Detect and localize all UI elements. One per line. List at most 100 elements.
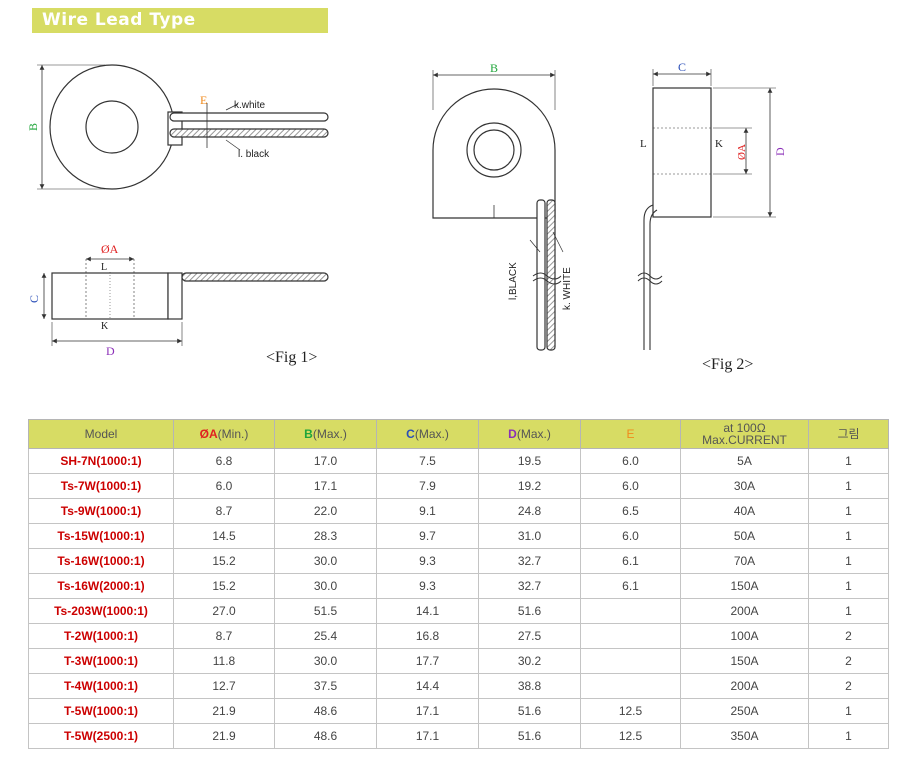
cell-current: 40A xyxy=(680,498,809,524)
cell-b: 48.6 xyxy=(274,698,377,724)
spec-table: Model ØA(Min.) B(Max.) C(Max.) D(Max.) E… xyxy=(28,419,889,749)
cell-a: 15.2 xyxy=(173,573,275,599)
technical-drawings: B E k.white l. black ØA L K C D <Fig 1> xyxy=(26,60,787,373)
fig2-front-view xyxy=(432,70,564,351)
cell-model: T-3W(1000:1) xyxy=(28,648,174,674)
cell-a: 6.8 xyxy=(173,448,275,474)
cell-current: 50A xyxy=(680,523,809,549)
cell-c: 9.7 xyxy=(376,523,479,549)
col-b: B(Max.) xyxy=(274,419,377,449)
cell-fig: 1 xyxy=(808,723,889,749)
cell-c: 9.3 xyxy=(376,573,479,599)
cell-b: 22.0 xyxy=(274,498,377,524)
cell-fig: 2 xyxy=(808,673,889,699)
cell-c: 17.7 xyxy=(376,648,479,674)
cell-fig: 2 xyxy=(808,623,889,649)
cell-b: 51.5 xyxy=(274,598,377,624)
fig2-dim-k: K xyxy=(715,138,723,150)
cell-e xyxy=(580,598,681,624)
fig1-caption: <Fig 1> xyxy=(266,349,317,366)
cell-a: 15.2 xyxy=(173,548,275,574)
table-header-row: Model ØA(Min.) B(Max.) C(Max.) D(Max.) E… xyxy=(28,419,889,449)
fig1-side-view xyxy=(41,256,329,346)
cell-e: 6.0 xyxy=(580,473,681,499)
cell-current: 150A xyxy=(680,648,809,674)
cell-a: 6.0 xyxy=(173,473,275,499)
cell-a: 8.7 xyxy=(173,623,275,649)
cell-c: 17.1 xyxy=(376,723,479,749)
cell-a: 21.9 xyxy=(173,698,275,724)
cell-current: 150A xyxy=(680,573,809,599)
fig2-wire-black: l,BLACK xyxy=(508,262,519,300)
fig1-dim-k: K xyxy=(101,321,109,332)
cell-model: T-4W(1000:1) xyxy=(28,673,174,699)
cell-c: 17.1 xyxy=(376,698,479,724)
col-d: D(Max.) xyxy=(478,419,581,449)
fig1-dim-c: C xyxy=(27,295,41,303)
cell-c: 14.1 xyxy=(376,598,479,624)
cell-a: 21.9 xyxy=(173,723,275,749)
cell-e xyxy=(580,648,681,674)
cell-b: 25.4 xyxy=(274,623,377,649)
cell-model: Ts-16W(1000:1) xyxy=(28,548,174,574)
cell-a: 12.7 xyxy=(173,673,275,699)
col-model: Model xyxy=(28,419,174,449)
cell-c: 9.1 xyxy=(376,498,479,524)
cell-d: 38.8 xyxy=(478,673,581,699)
cell-d: 27.5 xyxy=(478,623,581,649)
fig2-dim-l: L xyxy=(640,138,647,150)
cell-e: 6.0 xyxy=(580,523,681,549)
cell-c: 7.9 xyxy=(376,473,479,499)
fig1-wire-black: l. black xyxy=(238,149,270,160)
cell-fig: 1 xyxy=(808,698,889,724)
cell-fig: 1 xyxy=(808,598,889,624)
cell-current: 70A xyxy=(680,548,809,574)
cell-model: T-5W(2500:1) xyxy=(28,723,174,749)
cell-c: 14.4 xyxy=(376,673,479,699)
fig1-dim-a: ØA xyxy=(101,242,119,256)
cell-model: T-5W(1000:1) xyxy=(28,698,174,724)
cell-fig: 1 xyxy=(808,573,889,599)
col-a: ØA(Min.) xyxy=(173,419,275,449)
cell-model: SH-7N(1000:1) xyxy=(28,448,174,474)
cell-current: 350A xyxy=(680,723,809,749)
cell-e: 6.1 xyxy=(580,548,681,574)
cell-e: 12.5 xyxy=(580,723,681,749)
cell-b: 17.1 xyxy=(274,473,377,499)
cell-model: T-2W(1000:1) xyxy=(28,623,174,649)
fig2-dim-b: B xyxy=(490,61,498,75)
cell-model: Ts-7W(1000:1) xyxy=(28,473,174,499)
cell-b: 30.0 xyxy=(274,648,377,674)
cell-d: 31.0 xyxy=(478,523,581,549)
section-title: Wire Lead Type xyxy=(42,10,196,30)
cell-current: 200A xyxy=(680,598,809,624)
cell-b: 17.0 xyxy=(274,448,377,474)
cell-b: 30.0 xyxy=(274,573,377,599)
cell-e: 12.5 xyxy=(580,698,681,724)
cell-e: 6.1 xyxy=(580,573,681,599)
cell-e: 6.5 xyxy=(580,498,681,524)
cell-a: 11.8 xyxy=(173,648,275,674)
fig1-dim-b: B xyxy=(26,123,40,131)
section-title-bar: Wire Lead Type xyxy=(32,8,328,33)
cell-d: 19.2 xyxy=(478,473,581,499)
col-fig: 그림 xyxy=(808,419,889,449)
fig2-wire-white: k. WHITE xyxy=(562,267,573,310)
cell-c: 16.8 xyxy=(376,623,479,649)
cell-model: Ts-15W(1000:1) xyxy=(28,523,174,549)
fig2-dim-c: C xyxy=(678,60,686,74)
fig1-wire-white: k.white xyxy=(234,100,266,111)
cell-d: 19.5 xyxy=(478,448,581,474)
fig2-dim-d: D xyxy=(773,147,787,156)
cell-model: Ts-203W(1000:1) xyxy=(28,598,174,624)
fig1-dim-d: D xyxy=(106,344,115,358)
fig2-dim-a: ØA xyxy=(736,144,748,160)
cell-model: Ts-16W(2000:1) xyxy=(28,573,174,599)
